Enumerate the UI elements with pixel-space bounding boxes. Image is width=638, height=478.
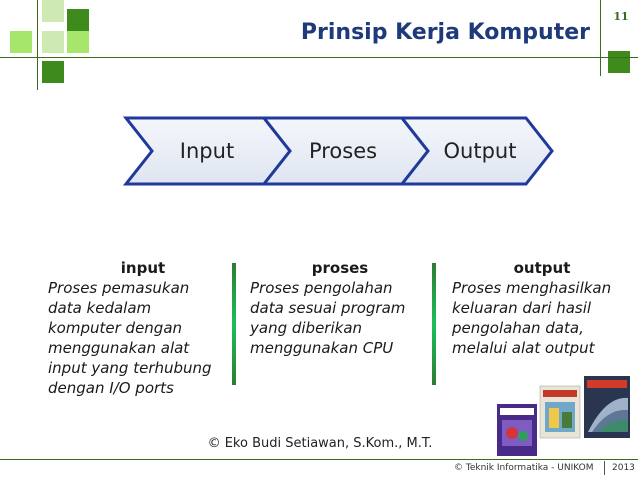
author-credit: © Eko Budi Setiawan, S.Kom., M.T. xyxy=(207,436,433,451)
book-cover-icon xyxy=(539,385,581,439)
flow-step-output-shape xyxy=(398,116,554,186)
decor-square xyxy=(42,31,64,53)
column-divider xyxy=(432,263,436,385)
column-line: Proses pengolahan xyxy=(250,279,393,297)
column-line: Proses pemasukan xyxy=(48,279,190,297)
column-line: menggunakan alat xyxy=(48,339,190,357)
page-number: 11 xyxy=(613,10,629,23)
decor-square xyxy=(42,61,64,83)
decor-vertical-line xyxy=(37,0,38,90)
column-divider xyxy=(232,263,236,385)
column-input: input Proses pemasukan data kedalam komp… xyxy=(48,258,228,398)
flow-step-output-label: Output xyxy=(444,139,517,163)
decor-vertical-line xyxy=(600,0,601,76)
flow-step-input-label: Input xyxy=(180,139,234,163)
column-line: data sesuai program xyxy=(250,299,406,317)
footer-year: 2013 xyxy=(612,463,635,473)
column-heading: input xyxy=(120,259,166,277)
flow-step-proses-label: Proses xyxy=(309,139,377,163)
decor-square xyxy=(67,9,89,31)
decor-horizontal-line xyxy=(0,57,96,58)
column-line: melalui alat output xyxy=(452,339,595,357)
footer-org: © Teknik Informatika - UNIKOM xyxy=(454,463,594,473)
column-heading: proses xyxy=(311,259,369,277)
page-title: Prinsip Kerja Komputer xyxy=(300,20,590,45)
column-line: data kedalam xyxy=(48,299,152,317)
decor-square xyxy=(608,51,630,73)
column-line: pengolahan data, xyxy=(452,319,584,337)
title-underline xyxy=(86,57,638,58)
column-output: output Proses menghasilkan keluaran dari… xyxy=(452,258,632,358)
book-cover-icon xyxy=(584,376,630,438)
column-line: Proses menghasilkan xyxy=(452,279,612,297)
decor-square xyxy=(67,31,89,53)
column-body: Proses pengolahan data sesuai program ya… xyxy=(250,278,430,358)
column-line: dengan I/O ports xyxy=(48,379,174,397)
decor-square xyxy=(42,0,64,22)
column-line: yang diberikan xyxy=(250,319,363,337)
column-line: komputer dengan xyxy=(48,319,183,337)
column-line: menggunakan CPU xyxy=(250,339,394,357)
column-heading: output xyxy=(513,259,571,277)
column-line: input yang terhubung xyxy=(48,359,212,377)
column-line: keluaran dari hasil xyxy=(452,299,592,317)
book-cover-icon xyxy=(497,404,537,456)
column-proses: proses Proses pengolahan data sesuai pro… xyxy=(250,258,430,358)
column-body: Proses pemasukan data kedalam komputer d… xyxy=(48,278,228,398)
footer-line xyxy=(0,459,638,460)
footer-separator xyxy=(604,461,605,475)
column-body: Proses menghasilkan keluaran dari hasil … xyxy=(452,278,632,358)
decor-square xyxy=(10,31,32,53)
